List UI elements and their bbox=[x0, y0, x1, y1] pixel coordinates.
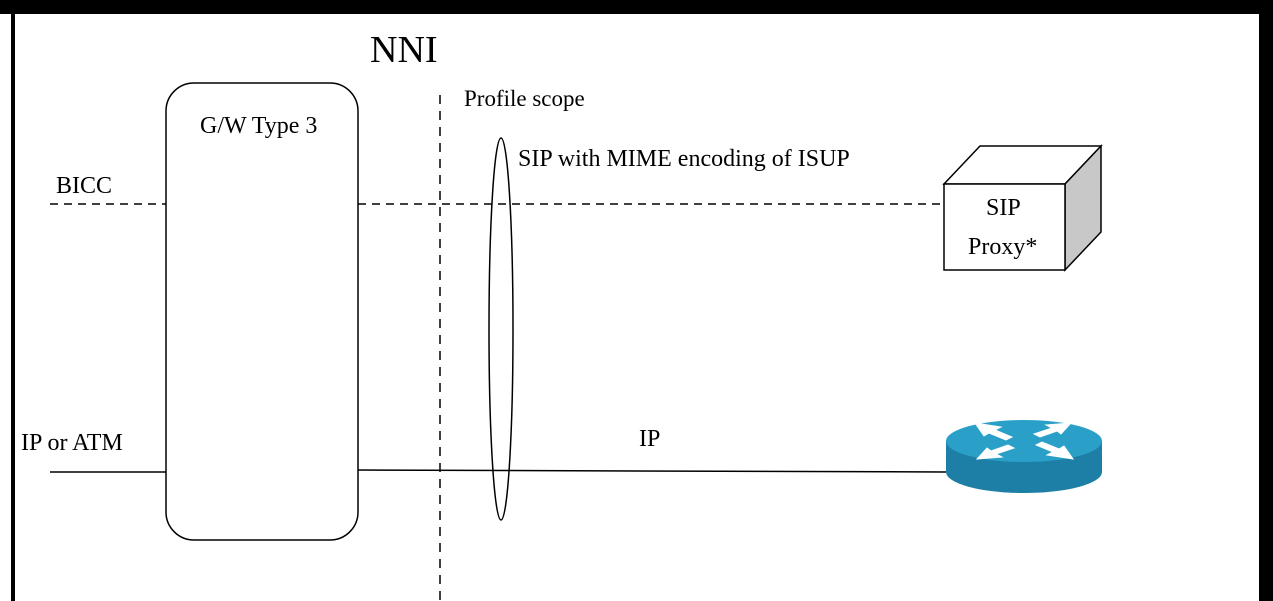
profile-scope-label: Profile scope bbox=[464, 86, 585, 111]
frame-left-border bbox=[11, 14, 15, 601]
bearer-link-right bbox=[357, 469, 947, 473]
router-top bbox=[946, 420, 1102, 462]
ip-label: IP bbox=[639, 426, 660, 452]
router-icon bbox=[946, 420, 1102, 493]
gateway-label: G/W Type 3 bbox=[200, 113, 317, 139]
sip-proxy-label-line1: SIP bbox=[986, 195, 1021, 221]
sip-mime-label: SIP with MIME encoding of ISUP bbox=[518, 146, 850, 172]
page-title: NNI bbox=[370, 29, 438, 71]
sip-proxy-box: SIP Proxy* bbox=[942, 144, 1103, 272]
frame-top-border bbox=[0, 0, 1273, 14]
ip-or-atm-label: IP or ATM bbox=[21, 430, 123, 456]
profile-scope-ellipse bbox=[488, 137, 514, 521]
sip-proxy-label-line2: Proxy* bbox=[968, 234, 1037, 260]
gateway-box bbox=[165, 82, 359, 541]
frame-right-border bbox=[1259, 0, 1273, 601]
sip-proxy-front bbox=[943, 183, 1066, 271]
bicc-label: BICC bbox=[56, 173, 112, 199]
router-arrows bbox=[973, 422, 1075, 460]
